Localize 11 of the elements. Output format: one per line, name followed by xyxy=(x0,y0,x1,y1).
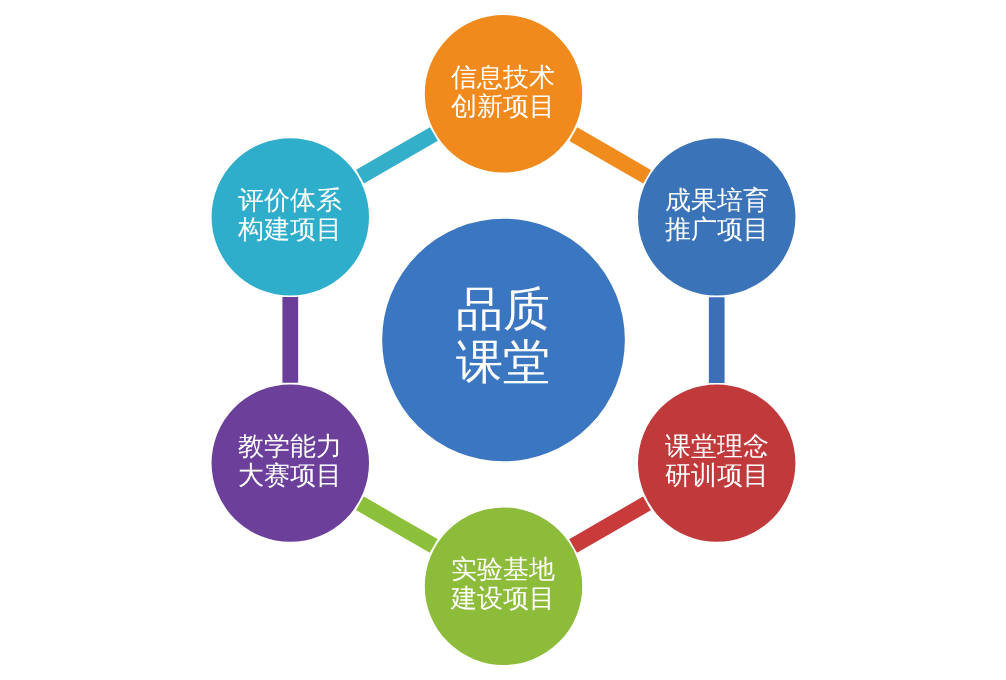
node-circle: 品质课堂 xyxy=(379,216,627,464)
connector xyxy=(355,496,438,553)
connector xyxy=(708,297,725,383)
node-circle: 教学能力大赛项目 xyxy=(208,381,372,545)
node-circle: 实验基地建设项目 xyxy=(421,504,585,668)
connector xyxy=(568,496,651,553)
connector xyxy=(281,297,298,383)
connector xyxy=(355,127,438,184)
connector xyxy=(568,127,651,184)
node-circle: 信息技术创新项目 xyxy=(421,12,585,176)
node-circle: 评价体系构建项目 xyxy=(208,135,372,299)
